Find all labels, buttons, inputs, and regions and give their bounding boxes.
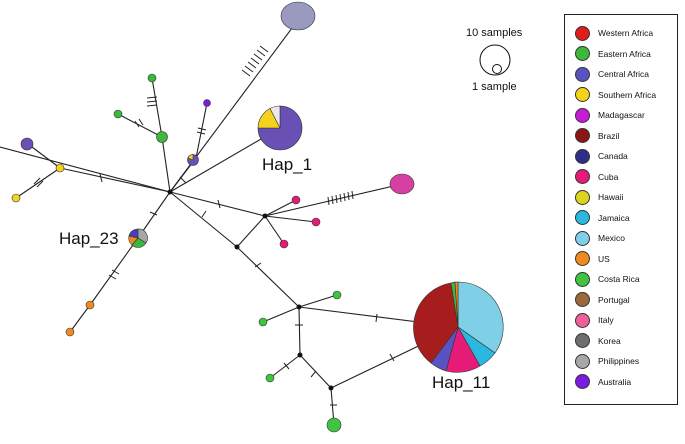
legend-swatch	[575, 46, 590, 61]
cuba-node-2	[291, 195, 301, 205]
legend-swatch	[575, 148, 590, 164]
australia-node	[203, 99, 211, 107]
legend-swatch	[575, 169, 590, 184]
legend-item: Italy	[575, 311, 614, 329]
legend-label: Korea	[598, 335, 621, 346]
southern-africa-node-2	[11, 193, 21, 203]
legend-item: Jamaica	[575, 209, 630, 227]
legend-swatch	[575, 353, 590, 369]
legend-swatch	[575, 292, 590, 307]
legend-label: Costa Rica	[598, 274, 640, 284]
legend-swatch	[575, 230, 590, 246]
southern-africa-node	[55, 163, 65, 173]
legend-label: Australia	[598, 376, 632, 387]
eastern-africa-node-3	[156, 131, 168, 143]
legend-swatch	[575, 25, 590, 41]
legend-item: Cuba	[575, 168, 618, 186]
network-edges	[0, 19, 459, 426]
legend-item: Korea	[575, 332, 621, 350]
legend-swatch	[575, 87, 590, 102]
legend-item: US	[575, 250, 610, 268]
legend-label: Portugal	[598, 294, 630, 305]
legend-swatch	[575, 128, 590, 143]
hap23-node[interactable]	[128, 228, 148, 248]
hap23-label: Hap_23	[59, 229, 119, 248]
legend-item: Southern Africa	[575, 86, 656, 104]
eastern-africa-node	[147, 73, 157, 83]
legend-swatch	[575, 374, 590, 389]
legend-label: Southern Africa	[598, 89, 657, 100]
hap11-node[interactable]	[413, 281, 504, 373]
legend-label: Brazil	[598, 130, 620, 141]
legend-label: Western Africa	[598, 28, 654, 38]
scale-large-circle	[479, 44, 511, 76]
legend-swatch	[575, 66, 590, 82]
legend-item: Western Africa	[575, 24, 653, 42]
legend-label: Cuba	[598, 171, 619, 182]
legend-item: Brazil	[575, 127, 619, 145]
scale-large-label: 10 samples	[466, 27, 523, 39]
central-africa-node	[20, 137, 34, 151]
legend-label: Italy	[598, 315, 614, 325]
legend-label: Central Africa	[598, 69, 650, 79]
legend-item: Mexico	[575, 229, 625, 247]
legend-swatch	[575, 271, 590, 287]
legend-item: Australia	[575, 373, 631, 391]
legend-item: Costa Rica	[575, 270, 640, 288]
legend-swatch	[575, 312, 590, 328]
legend-swatch	[575, 333, 590, 348]
legend-item: Canada	[575, 147, 628, 165]
legend-label: Hawaii	[598, 192, 624, 202]
small-nodes[interactable]	[11, 1, 415, 433]
philippines-node	[280, 1, 316, 31]
cuba-node	[389, 173, 415, 195]
costa-rica-node-4	[326, 417, 342, 433]
scale-small-circle	[492, 64, 502, 74]
costa-rica-node	[332, 290, 342, 300]
legend-item: Eastern Africa	[575, 45, 651, 63]
legend-label: US	[598, 253, 610, 264]
legend-item: Central Africa	[575, 65, 649, 83]
legend-item: Hawaii	[575, 188, 624, 206]
legend-item: Philippines	[575, 352, 639, 370]
legend-swatch	[575, 210, 590, 225]
legend-label: Mexico	[598, 233, 625, 243]
median-vectors	[167, 189, 334, 391]
hap11-label: Hap_11	[432, 373, 490, 392]
legend-label: Philippines	[598, 356, 640, 366]
costa-rica-node-3	[265, 373, 275, 383]
scale-indicator: 10 samples 1 sample	[466, 27, 523, 93]
legend-label: Jamaica	[598, 212, 630, 223]
legend-item: Madagascar	[575, 106, 645, 124]
us-node	[85, 300, 95, 310]
legend-swatch	[575, 189, 590, 205]
mutation-ticks	[33, 45, 395, 406]
legend-label: Eastern Africa	[598, 48, 651, 59]
cuba-node-3	[311, 217, 321, 227]
costa-rica-node-2	[258, 317, 268, 327]
legend-swatch	[575, 107, 590, 123]
eastern-africa-node-2	[113, 109, 123, 119]
us-node-2	[65, 327, 75, 337]
legend-label: Madagascar	[598, 110, 645, 120]
cuba-node-4	[279, 239, 289, 249]
legend-label: Canada	[598, 151, 628, 161]
scale-small-label: 1 sample	[472, 81, 517, 93]
legend-item: Portugal	[575, 291, 630, 309]
legend-swatch	[575, 251, 590, 266]
hap1-label: Hap_1	[262, 155, 312, 174]
hap1-node[interactable]	[257, 105, 303, 151]
